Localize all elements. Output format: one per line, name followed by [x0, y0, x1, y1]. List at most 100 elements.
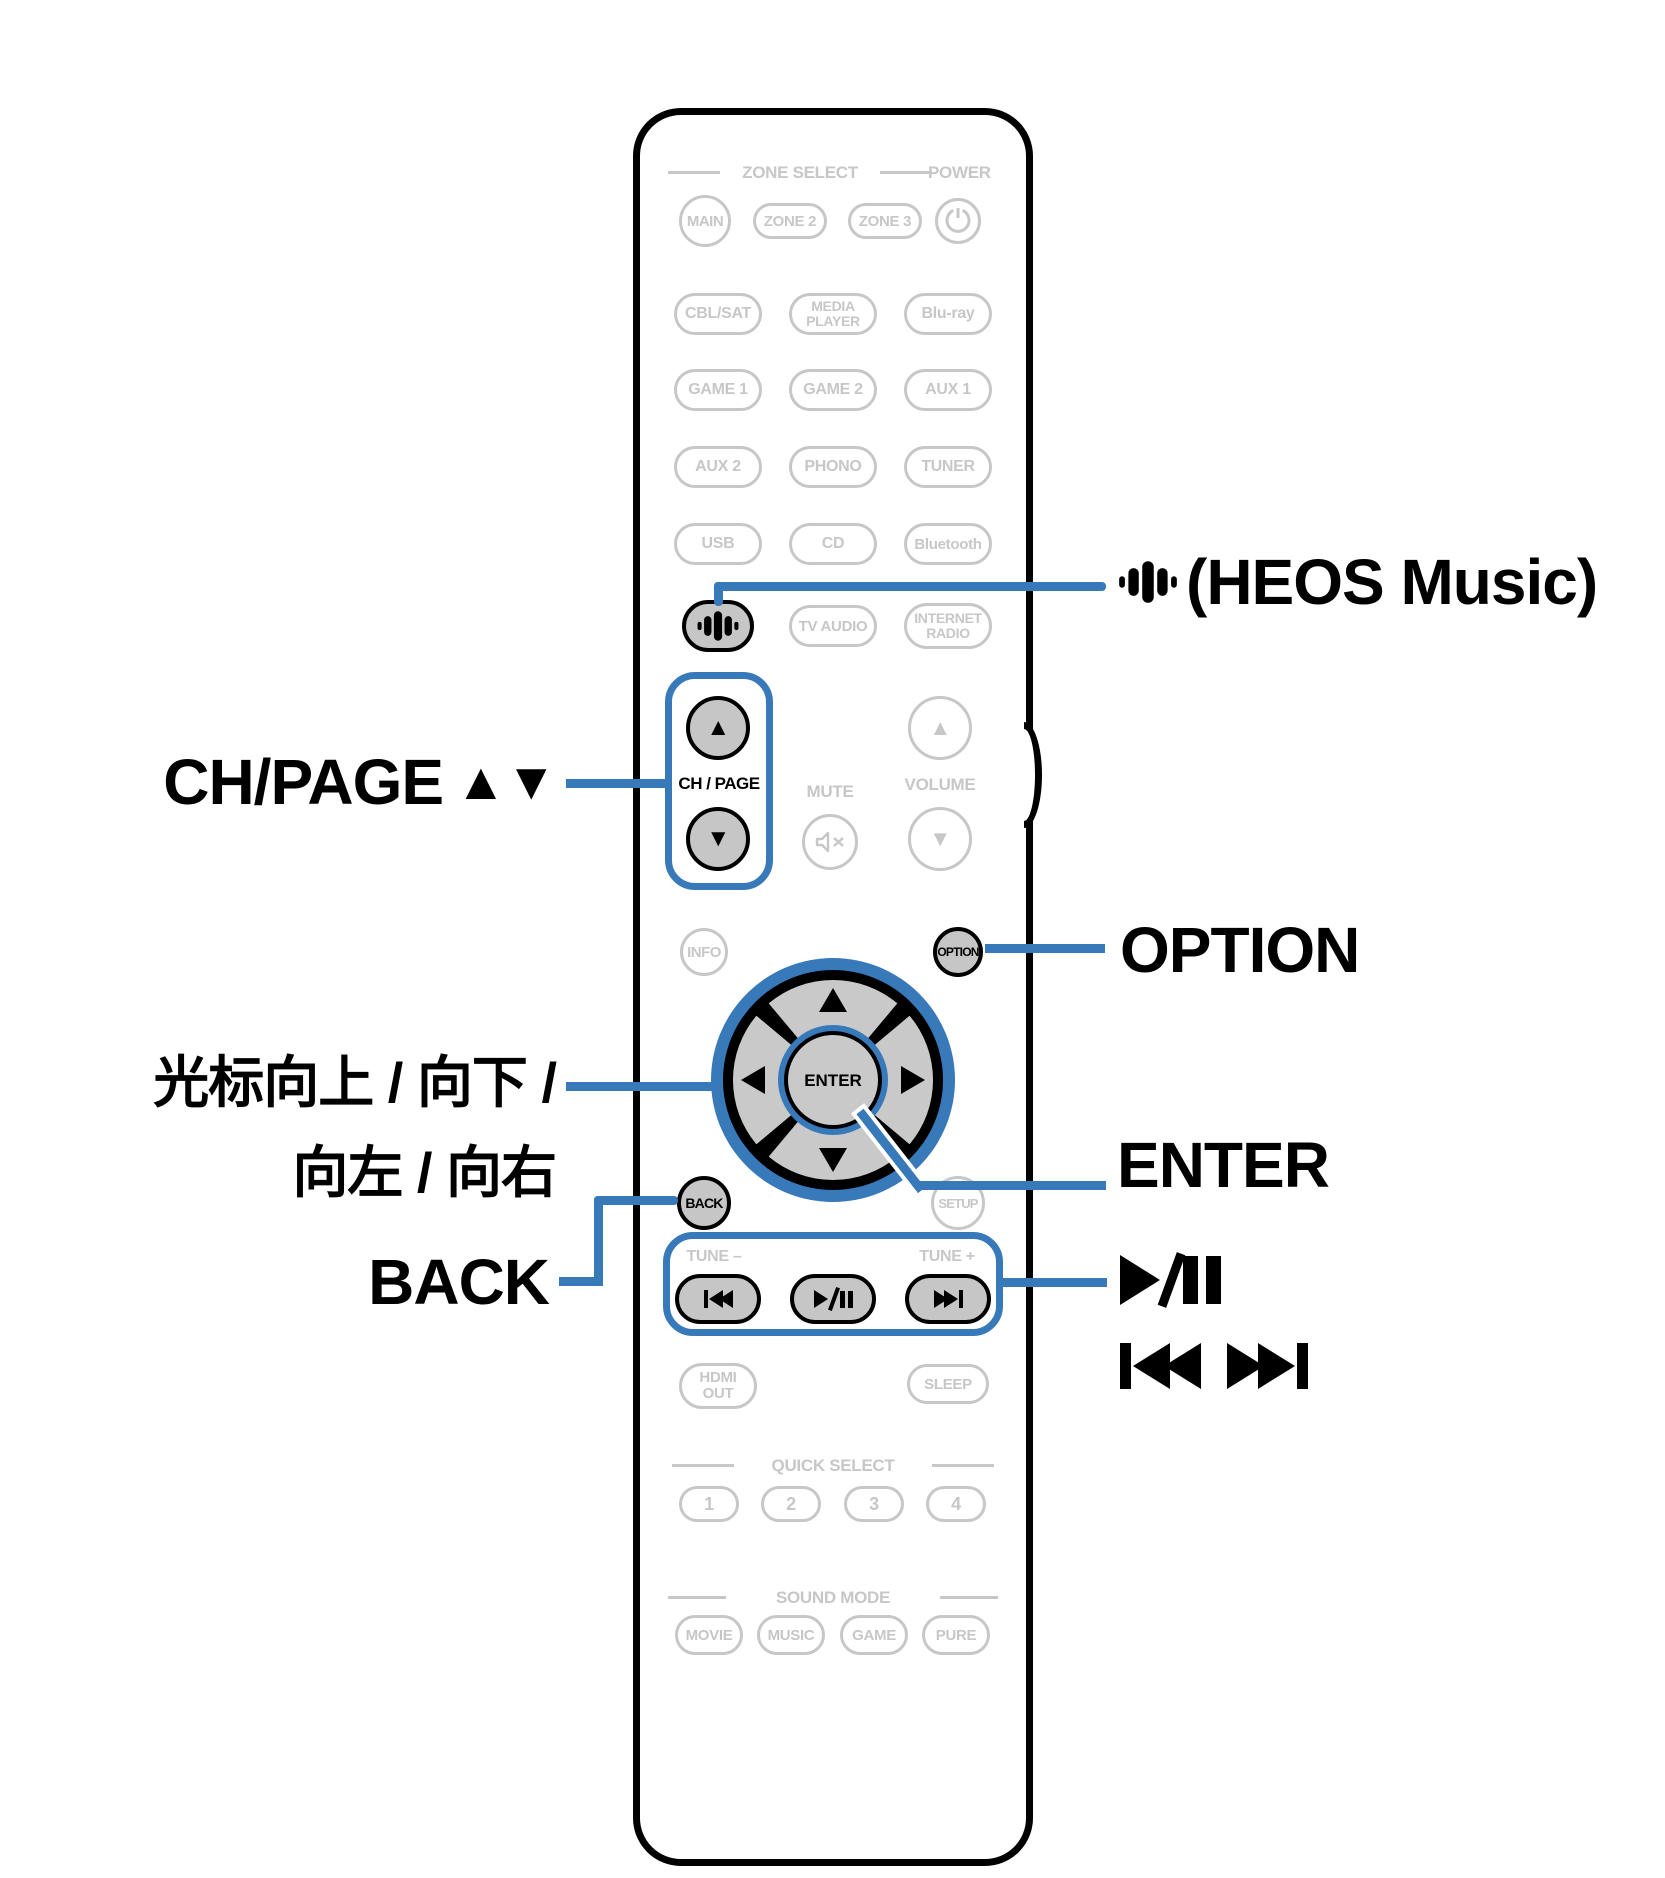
- sound-mode-pure-button[interactable]: PURE: [922, 1615, 990, 1655]
- up-arrow-icon: ▲: [706, 714, 730, 741]
- blu-ray-button[interactable]: Blu-ray: [904, 293, 992, 335]
- sound-mode-music-button[interactable]: MUSIC: [757, 1615, 825, 1655]
- skip-forward-icon: [1227, 1343, 1308, 1389]
- game2-button[interactable]: GAME 2: [789, 369, 877, 411]
- enter-leader-line: [916, 1181, 1106, 1190]
- skip-callout: [1120, 1340, 1308, 1392]
- hdmi-out-label-2: OUT: [702, 1385, 734, 1402]
- play-pause-callout: [1120, 1252, 1221, 1308]
- volume-up-button[interactable]: ▲: [908, 696, 972, 760]
- heos-music-callout: (HEOS Music): [1118, 546, 1598, 618]
- quick-select-3-button[interactable]: 3: [844, 1486, 904, 1522]
- ch-page-callout-arrows: ▲▼: [455, 753, 557, 811]
- tune-plus-label: TUNE +: [919, 1248, 975, 1265]
- enter-callout: ENTER: [1117, 1129, 1330, 1201]
- ch-page-callout-text: CH/PAGE: [163, 746, 444, 818]
- skip-forward-icon: [933, 1290, 963, 1308]
- divider: [932, 1464, 994, 1467]
- down-arrow-icon: ▼: [706, 825, 730, 852]
- quick-select-header: QUICK SELECT: [771, 1456, 895, 1475]
- zone2-button[interactable]: ZONE 2: [753, 203, 827, 239]
- internet-radio-label-1: INTERNET: [914, 610, 982, 626]
- skip-forward-button[interactable]: [905, 1274, 991, 1324]
- back-leader-line: [594, 1196, 678, 1205]
- option-callout: OPTION: [1120, 914, 1360, 986]
- transport-highlight: [663, 1232, 1003, 1336]
- enter-button[interactable]: [784, 1031, 882, 1129]
- tv-audio-button[interactable]: TV AUDIO: [789, 605, 877, 647]
- cursor-left-button[interactable]: [733, 1015, 798, 1145]
- mute-button[interactable]: [802, 814, 858, 870]
- up-arrow-icon: ▲: [929, 715, 951, 740]
- internet-radio-label-2: RADIO: [926, 625, 970, 641]
- cursor-left-arrow-icon: [741, 1066, 765, 1094]
- zone3-button[interactable]: ZONE 3: [848, 203, 922, 239]
- tuner-button[interactable]: TUNER: [904, 446, 992, 488]
- info-button[interactable]: INFO: [680, 928, 728, 976]
- zone-select-header: ZONE SELECT: [742, 163, 858, 182]
- cursor-callout-line1: 光标向上 / 向下 /: [153, 1051, 557, 1114]
- cursor-down-arrow-icon: [819, 1148, 847, 1172]
- play-pause-button[interactable]: [790, 1274, 876, 1324]
- back-leader-line: [559, 1277, 603, 1286]
- cd-button[interactable]: CD: [789, 523, 877, 565]
- skip-back-button[interactable]: [675, 1274, 761, 1324]
- play-pause-icon: [813, 1287, 853, 1311]
- sound-mode-movie-button[interactable]: MOVIE: [675, 1615, 743, 1655]
- back-leader-line: [594, 1196, 603, 1286]
- usb-button[interactable]: USB: [674, 523, 762, 565]
- cbl-sat-button[interactable]: CBL/SAT: [674, 293, 762, 335]
- divider: [880, 171, 932, 174]
- channel-page-up-button[interactable]: ▲: [686, 696, 750, 760]
- cursor-callout: 光标向上 / 向下 / 向左 / 向右: [40, 1038, 557, 1218]
- mute-speaker-icon: [815, 831, 844, 853]
- cursor-up-button[interactable]: [768, 979, 898, 1045]
- ch-page-callout: CH/PAGE ▲▼: [40, 746, 557, 818]
- play-pause-leader-line: [1001, 1278, 1107, 1287]
- channel-page-down-button[interactable]: ▼: [686, 807, 750, 871]
- main-zone-button[interactable]: MAIN: [679, 195, 731, 247]
- cursor-leader-line: [566, 1082, 714, 1091]
- tune-minus-label: TUNE –: [686, 1248, 742, 1265]
- remote-side-bump: [1024, 722, 1042, 828]
- cursor-right-arrow-icon: [901, 1066, 925, 1094]
- aux2-button[interactable]: AUX 2: [674, 446, 762, 488]
- heos-music-button[interactable]: [682, 600, 754, 652]
- sound-mode-header: SOUND MODE: [775, 1588, 891, 1607]
- quick-select-4-button[interactable]: 4: [926, 1486, 986, 1522]
- phono-button[interactable]: PHONO: [789, 446, 877, 488]
- heos-music-callout-text: (HEOS Music): [1186, 546, 1598, 618]
- media-player-label-1: MEDIA: [811, 298, 855, 314]
- divider: [668, 1596, 726, 1599]
- heos-leader-line: [714, 582, 1106, 591]
- back-callout: BACK: [300, 1246, 550, 1318]
- skip-back-icon: [1120, 1343, 1201, 1389]
- quick-select-1-button[interactable]: 1: [679, 1486, 739, 1522]
- cursor-pad[interactable]: ENTER: [703, 950, 963, 1210]
- game1-button[interactable]: GAME 1: [674, 369, 762, 411]
- cursor-right-button[interactable]: [868, 1015, 933, 1145]
- heos-leader-line: [714, 582, 723, 606]
- quick-select-2-button[interactable]: 2: [761, 1486, 821, 1522]
- cursor-down-button[interactable]: [768, 1115, 898, 1181]
- power-icon: [945, 208, 971, 233]
- sleep-button[interactable]: SLEEP: [907, 1364, 989, 1404]
- option-button[interactable]: OPTION: [933, 927, 983, 977]
- media-player-button[interactable]: MEDIA PLAYER: [789, 293, 877, 335]
- sound-mode-game-button[interactable]: GAME: [840, 1615, 908, 1655]
- ch-page-highlight: [665, 672, 773, 890]
- option-leader-line: [985, 944, 1105, 953]
- divider: [672, 1464, 734, 1467]
- divider: [940, 1596, 998, 1599]
- heos-logo-icon: [1119, 561, 1177, 603]
- internet-radio-button[interactable]: INTERNET RADIO: [904, 603, 992, 649]
- power-header: POWER: [928, 163, 991, 182]
- skip-back-icon: [703, 1290, 733, 1308]
- hdmi-out-button[interactable]: HDMI OUT: [679, 1363, 757, 1409]
- bluetooth-button[interactable]: Bluetooth: [904, 523, 992, 565]
- aux1-button[interactable]: AUX 1: [904, 369, 992, 411]
- volume-down-button[interactable]: ▼: [908, 807, 972, 871]
- power-button[interactable]: [935, 198, 981, 244]
- back-button[interactable]: BACK: [677, 1176, 731, 1230]
